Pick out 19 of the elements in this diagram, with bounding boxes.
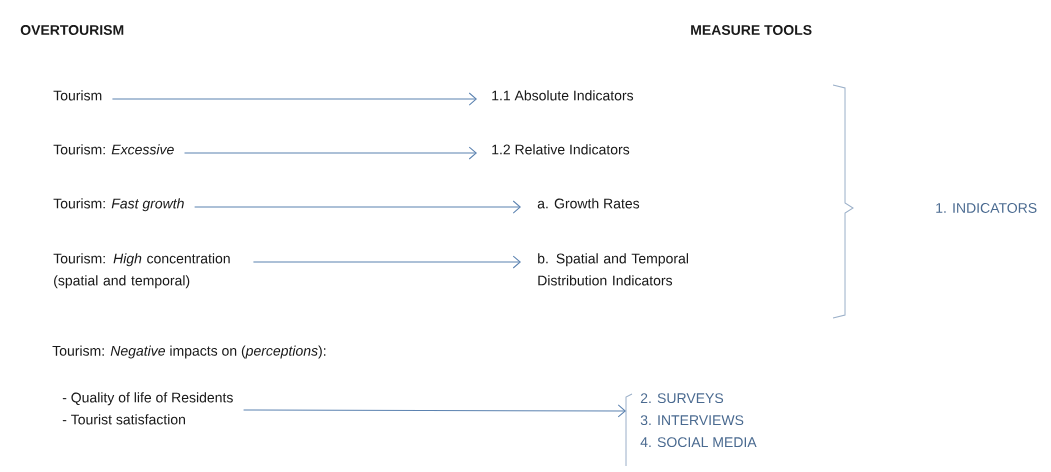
text-item: - Quality of life of Residents - Tourist satisfaction	[62, 392, 233, 425]
arrow	[194, 200, 521, 214]
heading: OVERTOURISM	[20, 25, 124, 35]
text-item: 1.2 Relative Indicators	[492, 144, 630, 155]
text-item: Tourism: High concentration (spatial and temporal)	[53, 253, 230, 289]
text-item: b. Spatial and Temporal Distribution Indicators	[538, 253, 688, 286]
arrow	[243, 404, 626, 418]
arrow	[184, 146, 477, 160]
category-label: 1. INDICATORS	[936, 203, 1037, 213]
arrow	[252, 255, 521, 269]
text-item: 1.1 Absolute Indicators	[492, 90, 634, 101]
measure-text: 2. SURVEYS 3. INTERVIEWS 4. SOCIAL MEDIA	[640, 393, 757, 448]
text-item: a. Growth Rates	[537, 198, 640, 209]
heading: MEASURE TOOLS	[691, 25, 812, 35]
text-item: Tourism: Fast growth	[53, 198, 184, 212]
text-item: Tourism	[53, 90, 102, 101]
text-label: Tourism: Negative impacts on (perceptions):	[52, 345, 326, 359]
text-item: Tourism: Excessive	[53, 144, 174, 155]
arrow	[111, 92, 477, 106]
